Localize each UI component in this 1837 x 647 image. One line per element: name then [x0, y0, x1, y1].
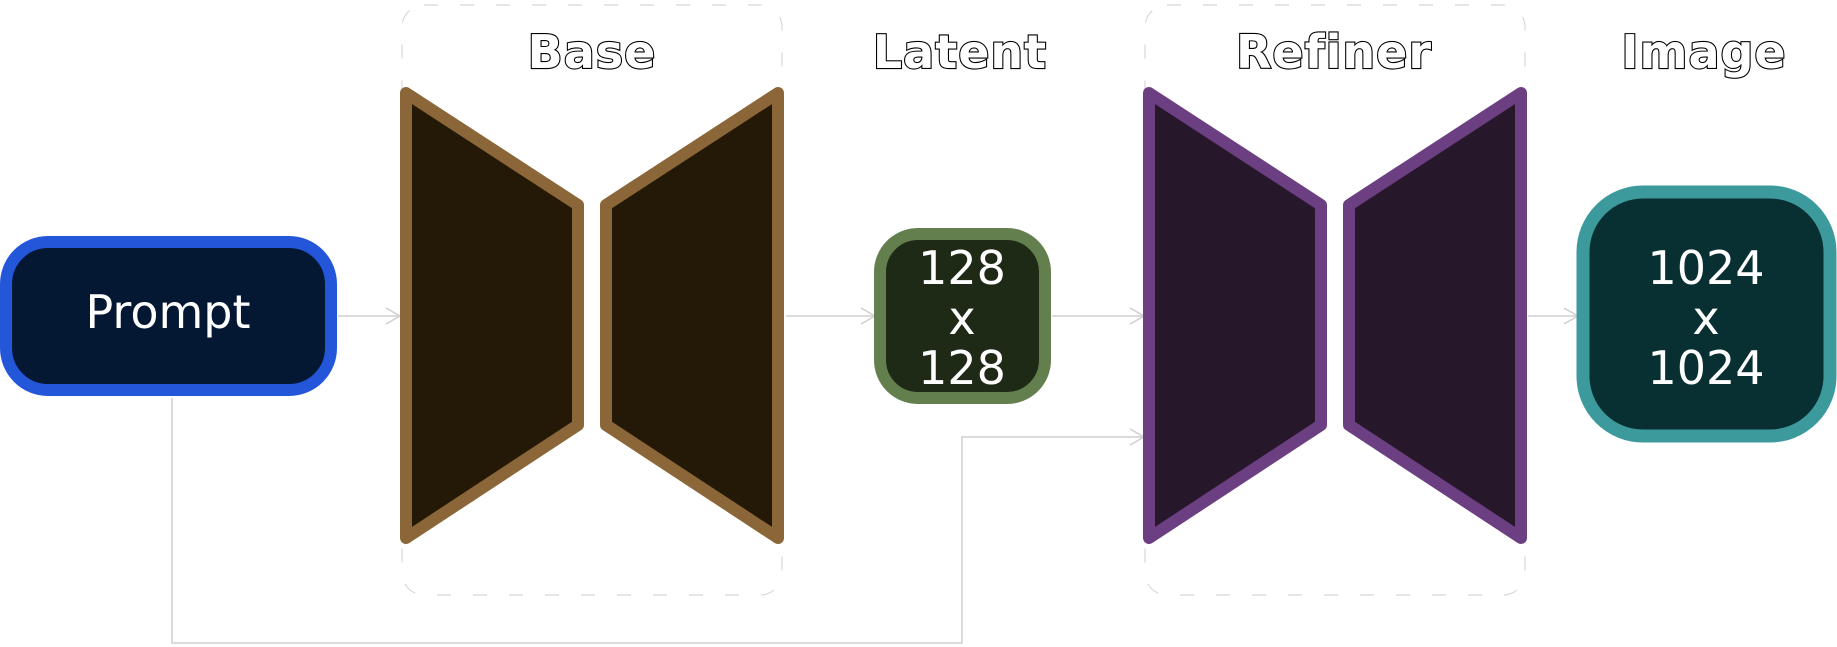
refiner-model — [1143, 87, 1527, 544]
base-model — [400, 87, 784, 544]
prompt-label: Prompt — [85, 285, 250, 339]
refiner-decoder-shape — [1343, 87, 1527, 544]
image-line-2: x — [1692, 291, 1719, 345]
image-node: 1024 x 1024 — [1576, 185, 1837, 443]
image-line-1: 1024 — [1647, 241, 1764, 295]
latent-line-2: x — [948, 291, 975, 345]
refiner-label: Refiner — [1236, 25, 1432, 79]
latent-line-3: 128 — [918, 341, 1006, 395]
connector-refiner-to-image — [1528, 307, 1580, 325]
image-line-3: 1024 — [1647, 341, 1764, 395]
latent-line-1: 128 — [918, 241, 1006, 295]
base-label: Base — [528, 25, 657, 79]
latent-node: 128 x 128 — [874, 228, 1051, 404]
connector-latent-to-refiner — [1052, 307, 1146, 325]
connector-base-to-latent — [786, 307, 877, 325]
latent-label: Latent — [873, 25, 1047, 79]
connector-prompt-to-base — [338, 307, 402, 325]
refiner-encoder-shape — [1143, 87, 1327, 544]
image-label: Image — [1621, 25, 1786, 79]
base-encoder-shape — [400, 87, 584, 544]
base-decoder-shape — [600, 87, 784, 544]
prompt-node: Prompt — [0, 236, 337, 396]
